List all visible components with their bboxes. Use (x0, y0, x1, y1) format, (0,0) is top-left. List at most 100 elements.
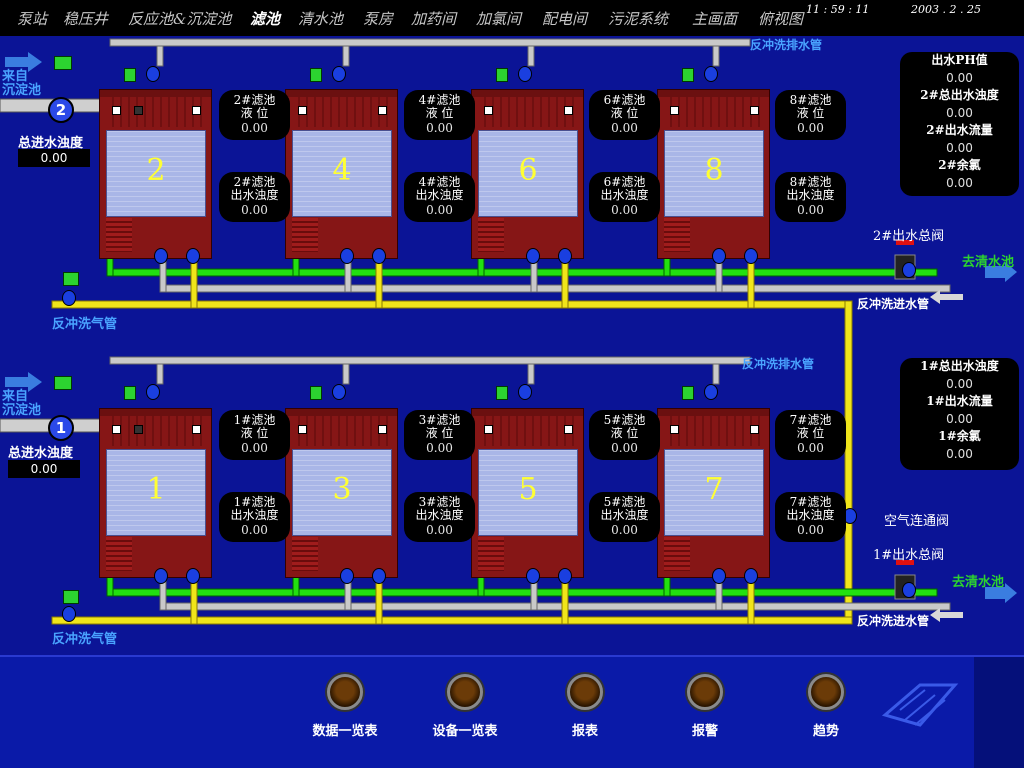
inlet-turbidity-value: 0.00 (8, 460, 80, 478)
valve-actuator[interactable] (124, 386, 136, 400)
valve-icon[interactable] (744, 568, 758, 584)
valve-actuator[interactable] (496, 68, 508, 82)
right-value: 0.00 (946, 447, 973, 461)
valve-icon[interactable] (154, 248, 168, 264)
valve-icon[interactable] (526, 568, 540, 584)
outlet-valve-2-label: 2#出水总阀 (873, 229, 945, 244)
level-label: 1#滤池 液 位 (233, 413, 276, 440)
turbidity-value: 0.00 (611, 523, 638, 537)
menu-sludge-system[interactable]: 污泥系统 (608, 10, 669, 28)
backwash-inlet-label: 反冲洗进水管 (857, 297, 930, 311)
valve-icon[interactable] (704, 384, 718, 400)
trend-label: 趋势 (812, 724, 839, 739)
valve-icon[interactable] (704, 66, 718, 82)
valve-icon[interactable] (518, 66, 532, 82)
data-table-button[interactable] (327, 674, 363, 710)
air-valve-icon[interactable] (62, 290, 76, 306)
valve-icon[interactable] (186, 568, 200, 584)
data-table-label: 数据一览表 (312, 724, 378, 739)
valve-icon[interactable] (332, 384, 346, 400)
level-value: 0.00 (611, 441, 638, 455)
turbidity-label: 7#滤池 出水浊度 (786, 495, 835, 522)
menu-filter[interactable]: 滤池 (250, 10, 281, 28)
valve-icon[interactable] (154, 568, 168, 584)
filter-tank[interactable]: 5 (471, 408, 584, 578)
valve-icon[interactable] (146, 384, 160, 400)
turbidity-label: 8#滤池 出水浊度 (786, 175, 835, 202)
pump-motor-icon[interactable] (54, 376, 72, 390)
air-blower-icon[interactable] (63, 590, 79, 604)
filter-tank[interactable]: 3 (285, 408, 398, 578)
right-label: 1#出水流量 (926, 394, 993, 408)
filter-tank[interactable]: 7 (657, 408, 770, 578)
valve-icon[interactable] (526, 248, 540, 264)
air-blower-icon[interactable] (63, 272, 79, 286)
filter-number: 7 (704, 472, 724, 507)
filter-tank[interactable]: 8 (657, 89, 770, 259)
valve-icon[interactable] (744, 248, 758, 264)
turbidity-label: 2#滤池 出水浊度 (230, 175, 279, 202)
menu-pump-station[interactable]: 泵站 (17, 10, 48, 28)
right-value: 0.00 (946, 412, 973, 426)
report-button[interactable] (567, 674, 603, 710)
valve-icon[interactable] (372, 568, 386, 584)
backwash-air-label: 反冲洗气管 (52, 317, 118, 332)
valve-actuator[interactable] (496, 386, 508, 400)
main-outlet-valve-icon[interactable] (902, 582, 916, 598)
valve-icon[interactable] (558, 568, 572, 584)
menu-chlorine-room[interactable]: 加氯间 (476, 10, 522, 28)
menu-clear-water[interactable]: 清水池 (298, 10, 344, 28)
menu-power-room[interactable]: 配电间 (542, 10, 588, 28)
menu-dosing-room[interactable]: 加药间 (411, 10, 457, 28)
filter-tank[interactable]: 2 (99, 89, 212, 259)
clock-date: 2003 . 2 . 25 (911, 3, 981, 16)
filter-tank[interactable]: 4 (285, 89, 398, 259)
valve-icon[interactable] (518, 384, 532, 400)
menu-pump-room[interactable]: 泵房 (363, 10, 394, 28)
menu-reaction-sedimentation[interactable]: 反应池&沉淀池 (128, 10, 232, 28)
menu-main-screen[interactable]: 主画面 (692, 10, 738, 28)
alarm-button[interactable] (687, 674, 723, 710)
turbidity-value: 0.00 (797, 523, 824, 537)
turbidity-label: 6#滤池 出水浊度 (600, 175, 649, 202)
backwash-drain-label: 反冲洗排水管 (742, 357, 815, 371)
inlet-pump[interactable]: 2 (48, 97, 74, 123)
valve-actuator[interactable] (310, 386, 322, 400)
valve-actuator[interactable] (682, 386, 694, 400)
menu-top-view[interactable]: 俯视图 (758, 10, 804, 28)
valve-icon[interactable] (372, 248, 386, 264)
filter-tank[interactable]: 1 (99, 408, 212, 578)
level-label: 8#滤池 液 位 (789, 93, 832, 120)
filter-tank[interactable]: 6 (471, 89, 584, 259)
valve-icon[interactable] (712, 568, 726, 584)
valve-actuator[interactable] (124, 68, 136, 82)
inlet-pump[interactable]: 1 (48, 415, 74, 441)
level-value: 0.00 (426, 441, 453, 455)
valve-icon[interactable] (712, 248, 726, 264)
valve-icon[interactable] (186, 248, 200, 264)
valve-icon[interactable] (340, 248, 354, 264)
top-menu-bar: 泵站 稳压井 反应池&沉淀池 滤池 清水池 泵房 加药间 加氯间 配电间 污泥系… (0, 0, 1024, 36)
valve-actuator[interactable] (682, 68, 694, 82)
valve-icon[interactable] (146, 66, 160, 82)
trend-button[interactable] (808, 674, 844, 710)
valve-actuator[interactable] (310, 68, 322, 82)
air-valve-icon[interactable] (62, 606, 76, 622)
inlet-source-label: 来自 沉淀池 (2, 389, 42, 418)
main-outlet-valve-icon[interactable] (902, 262, 916, 278)
menu-surge-well[interactable]: 稳压井 (63, 10, 109, 28)
valve-icon[interactable] (340, 568, 354, 584)
right-label: 1#总出水浊度 (920, 359, 999, 373)
equipment-table-button[interactable] (447, 674, 483, 710)
level-value: 0.00 (611, 121, 638, 135)
backwash-drain-label: 反冲洗排水管 (750, 38, 823, 52)
valve-icon[interactable] (332, 66, 346, 82)
pump-motor-icon[interactable] (54, 56, 72, 70)
valve-icon[interactable] (558, 248, 572, 264)
